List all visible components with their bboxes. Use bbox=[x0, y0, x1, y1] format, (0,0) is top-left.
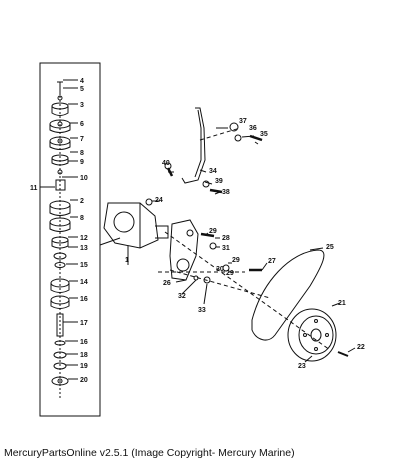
callout-22: 22 bbox=[357, 344, 365, 351]
callout-24: 24 bbox=[155, 197, 163, 204]
callout-6: 6 bbox=[80, 121, 84, 128]
callout-14: 14 bbox=[80, 279, 88, 286]
callout-16-second: 16 bbox=[80, 339, 88, 346]
callout-17: 17 bbox=[80, 320, 88, 327]
power-steering-pump bbox=[103, 202, 169, 265]
callout-12: 12 bbox=[80, 235, 88, 242]
callout-40: 40 bbox=[162, 160, 170, 167]
callout-31: 31 bbox=[222, 245, 230, 252]
pulley bbox=[287, 308, 337, 362]
callout-2: 2 bbox=[80, 198, 84, 205]
callout-16: 16 bbox=[80, 296, 88, 303]
callout-5: 5 bbox=[80, 86, 84, 93]
callout-7: 7 bbox=[80, 136, 84, 143]
callout-36: 36 bbox=[249, 125, 257, 132]
callout-8-second: 8 bbox=[80, 215, 84, 222]
callout-26: 26 bbox=[163, 280, 171, 287]
callout-4: 4 bbox=[80, 78, 84, 85]
callout-11: 11 bbox=[30, 185, 38, 192]
callout-19: 19 bbox=[80, 363, 88, 370]
callout-1: 1 bbox=[125, 257, 129, 264]
callout-37: 37 bbox=[239, 118, 247, 125]
pump-leader-line bbox=[99, 237, 121, 246]
callout-35: 35 bbox=[260, 131, 268, 138]
callout-28: 28 bbox=[222, 235, 230, 242]
parts-diagram: 4 5 3 6 7 8 9 10 11 2 8 12 13 15 14 16 1… bbox=[30, 62, 365, 417]
callout-29-second: 29 bbox=[232, 257, 240, 264]
callout-3: 3 bbox=[80, 102, 84, 109]
callout-9: 9 bbox=[80, 159, 84, 166]
callout-27: 27 bbox=[268, 258, 276, 265]
callout-25: 25 bbox=[326, 244, 334, 251]
callout-39: 39 bbox=[215, 178, 223, 185]
callout-8: 8 bbox=[80, 150, 84, 157]
alignment-lines bbox=[158, 127, 331, 351]
callout-30: 30 bbox=[216, 266, 224, 273]
callout-29-third: 29 bbox=[226, 270, 234, 277]
callout-32: 32 bbox=[178, 293, 186, 300]
mounting-bracket bbox=[169, 219, 199, 281]
adjusting-arm bbox=[181, 107, 206, 184]
callout-29: 29 bbox=[209, 228, 217, 235]
callout-labels: 4 5 3 6 7 8 9 10 11 2 8 12 13 15 14 16 1… bbox=[30, 78, 365, 384]
copyright-caption: MercuryPartsOnline v2.5.1 (Image Copyrig… bbox=[4, 447, 295, 459]
callout-38: 38 bbox=[222, 189, 230, 196]
pump-parts-stack bbox=[49, 81, 71, 400]
callout-leader-lines bbox=[127, 127, 356, 363]
callout-15: 15 bbox=[80, 262, 88, 269]
callout-33: 33 bbox=[198, 307, 206, 314]
callout-21: 21 bbox=[338, 300, 346, 307]
callout-20: 20 bbox=[80, 377, 88, 384]
callout-34: 34 bbox=[209, 168, 217, 175]
callout-23: 23 bbox=[298, 363, 306, 370]
stack-leader-lines bbox=[40, 79, 78, 380]
callout-13: 13 bbox=[80, 245, 88, 252]
callout-18: 18 bbox=[80, 352, 88, 359]
drive-belt bbox=[251, 249, 325, 341]
callout-10: 10 bbox=[80, 175, 88, 182]
exploded-view-frame bbox=[39, 62, 101, 417]
